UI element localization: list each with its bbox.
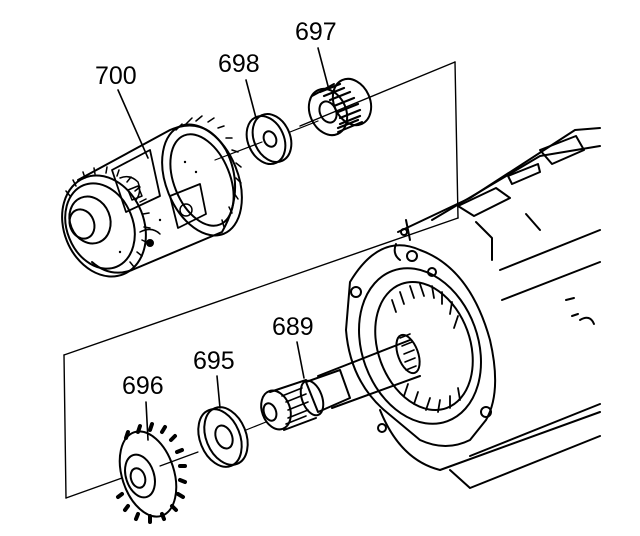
thrust-washer-698 bbox=[245, 113, 293, 165]
leader-698 bbox=[245, 79, 257, 119]
bearing-697 bbox=[307, 77, 373, 137]
assembly-bracket bbox=[63, 61, 459, 499]
thrust-washer-695 bbox=[197, 406, 249, 468]
transmission-case bbox=[345, 127, 601, 489]
callout-689: 689 bbox=[272, 313, 314, 341]
callout-696: 696 bbox=[122, 372, 164, 400]
leader-689 bbox=[296, 341, 305, 379]
output-shaft-689 bbox=[260, 333, 421, 431]
leader-700 bbox=[117, 89, 149, 159]
callout-695: 695 bbox=[193, 347, 235, 375]
differential-carrier bbox=[61, 115, 243, 278]
leader-697 bbox=[317, 47, 329, 87]
leader-695 bbox=[216, 375, 221, 409]
callout-698: 698 bbox=[218, 50, 260, 78]
bearing-696 bbox=[116, 422, 187, 524]
callout-697: 697 bbox=[295, 18, 337, 46]
leader-lines bbox=[117, 47, 329, 441]
callout-700: 700 bbox=[95, 62, 137, 90]
